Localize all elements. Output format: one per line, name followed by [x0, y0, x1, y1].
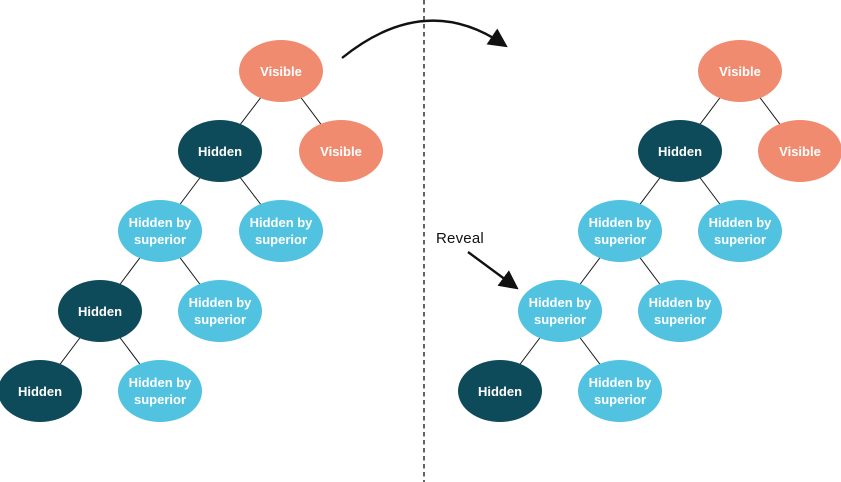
- node-label: Hidden: [657, 143, 703, 159]
- node-label: Visible: [719, 63, 761, 79]
- node-hidden: Hidden: [0, 360, 82, 422]
- node-hidden: Hidden: [638, 120, 722, 182]
- node-hidden-by-superior: Hidden by superior: [698, 200, 782, 262]
- node-label: Hidden: [17, 383, 63, 399]
- node-visible: Visible: [239, 40, 323, 102]
- node-hidden-by-superior: Hidden by superior: [638, 280, 722, 342]
- node-label: Visible: [779, 143, 821, 159]
- node-label: Visible: [260, 63, 302, 79]
- node-label: Hidden by superior: [648, 295, 712, 327]
- node-label: Hidden: [197, 143, 243, 159]
- node-hidden-by-superior: Hidden by superior: [178, 280, 262, 342]
- node-visible: Visible: [299, 120, 383, 182]
- node-hidden-by-superior: Hidden by superior: [118, 200, 202, 262]
- node-label: Hidden: [77, 303, 123, 319]
- node-visible: Visible: [698, 40, 782, 102]
- node-label: Hidden by superior: [249, 215, 313, 247]
- node-hidden: Hidden: [178, 120, 262, 182]
- node-hidden: Hidden: [58, 280, 142, 342]
- node-hidden-by-superior: Hidden by superior: [118, 360, 202, 422]
- transition-arrow: [341, 19, 508, 59]
- node-label: Hidden by superior: [128, 215, 192, 247]
- node-label: Hidden by superior: [708, 215, 772, 247]
- node-hidden: Hidden: [458, 360, 542, 422]
- node-label: Hidden: [477, 383, 523, 399]
- node-label: Hidden by superior: [528, 295, 592, 327]
- node-label: Hidden by superior: [188, 295, 252, 327]
- node-label: Hidden by superior: [128, 375, 192, 407]
- node-label: Hidden by superior: [588, 375, 652, 407]
- reveal-label: Reveal: [436, 230, 484, 247]
- node-label: Hidden by superior: [588, 215, 652, 247]
- node-hidden-by-superior: Hidden by superior: [578, 200, 662, 262]
- node-label: Visible: [320, 143, 362, 159]
- node-hidden-by-superior: Hidden by superior: [578, 360, 662, 422]
- node-hidden-by-superior: Hidden by superior: [239, 200, 323, 262]
- reveal-arrow: [467, 251, 519, 290]
- node-hidden-by-superior-revealed: Hidden by superior: [518, 280, 602, 342]
- node-visible: Visible: [758, 120, 841, 182]
